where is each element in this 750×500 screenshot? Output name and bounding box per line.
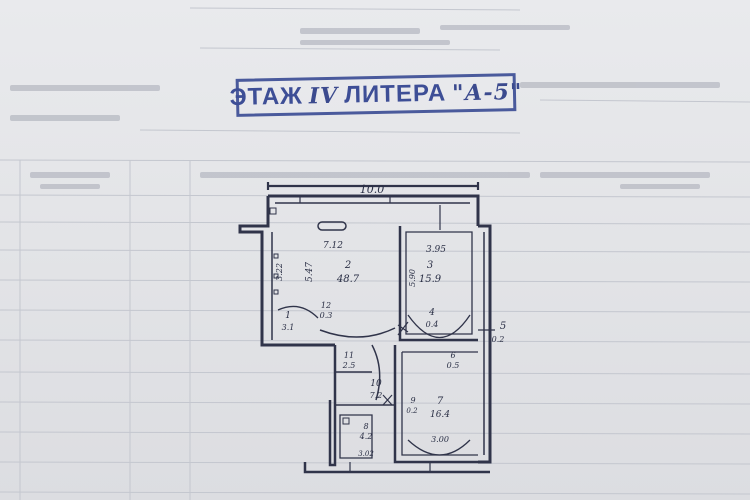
room-8-number: 8 bbox=[363, 422, 368, 431]
room-10-number: 10 bbox=[370, 379, 382, 389]
room-6-area: 0.5 bbox=[447, 361, 460, 370]
room-5-area: 0.2 bbox=[492, 335, 505, 344]
dim-left-edge: 3.22 bbox=[275, 263, 284, 281]
room-1-number: 1 bbox=[285, 311, 291, 321]
dim-main-room-width: 7.12 bbox=[323, 241, 343, 251]
room-7-area: 16.4 bbox=[430, 410, 450, 420]
room-9-area: 0.2 bbox=[406, 407, 418, 415]
room-5-number: 5 bbox=[500, 321, 506, 332]
room-4-area: 0.4 bbox=[426, 320, 439, 329]
room-2-number: 2 bbox=[344, 260, 351, 271]
dim-room-8-width: 3.02 bbox=[358, 450, 374, 458]
room-6-number: 6 bbox=[450, 351, 455, 360]
room-11-number: 11 bbox=[344, 351, 354, 360]
room-9-number: 9 bbox=[410, 396, 415, 405]
room-3-number: 3 bbox=[427, 260, 433, 271]
room-4-number: 4 bbox=[428, 308, 435, 318]
room-11-area: 2.5 bbox=[342, 361, 356, 370]
dim-main-room-height: 5.47 bbox=[305, 262, 315, 282]
room-12-number: 12 bbox=[321, 301, 331, 310]
dim-room-3-height: 5.90 bbox=[408, 269, 417, 287]
dim-room-3-width: 3.95 bbox=[426, 245, 446, 255]
dim-overall-width: 10.0 bbox=[360, 183, 385, 196]
room-1-area: 3.1 bbox=[282, 323, 295, 332]
dim-room-7-width: 3.00 bbox=[431, 435, 449, 444]
room-12-area: 0.3 bbox=[320, 311, 333, 320]
room-10-area: 7.2 bbox=[370, 391, 383, 400]
room-3-area: 15.9 bbox=[419, 274, 442, 285]
room-2-area: 48.7 bbox=[336, 274, 360, 285]
room-8-area: 4.2 bbox=[359, 432, 373, 441]
room-7-number: 7 bbox=[437, 396, 444, 407]
